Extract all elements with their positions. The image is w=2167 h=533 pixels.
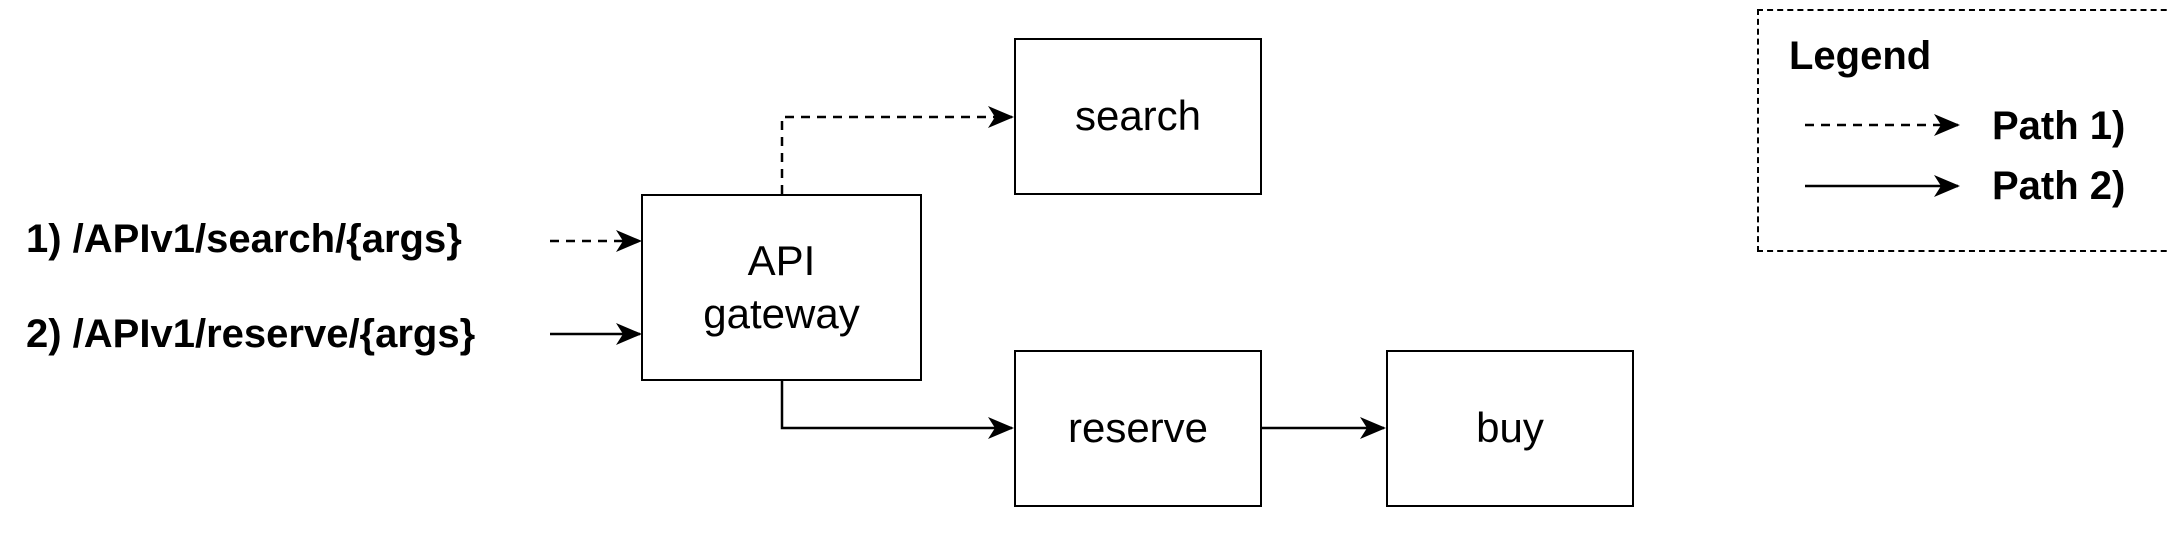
gateway-to-reserve-arrow bbox=[780, 380, 1014, 439]
legend-title: Legend bbox=[1789, 34, 1932, 78]
search-node: search bbox=[1014, 38, 1262, 195]
api-gateway-label: API gateway bbox=[703, 237, 860, 337]
api-gateway-node: API gateway bbox=[641, 194, 922, 381]
gateway-to-search-arrow bbox=[780, 106, 1014, 194]
legend-item-path-1: Path 1) bbox=[1992, 104, 2126, 148]
reserve-node: reserve bbox=[1014, 350, 1262, 507]
search-label: search bbox=[1074, 92, 1202, 140]
reserve-label: reserve bbox=[1067, 404, 1209, 452]
request-2-label: 2) /APIv1/reserve/{args} bbox=[26, 312, 476, 356]
request-1-label: 1) /APIv1/search/{args} bbox=[26, 217, 462, 261]
buy-label: buy bbox=[1476, 404, 1544, 452]
legend-box bbox=[1757, 9, 2167, 252]
buy-node: buy bbox=[1386, 350, 1634, 507]
legend-item-path-2: Path 2) bbox=[1992, 164, 2126, 208]
